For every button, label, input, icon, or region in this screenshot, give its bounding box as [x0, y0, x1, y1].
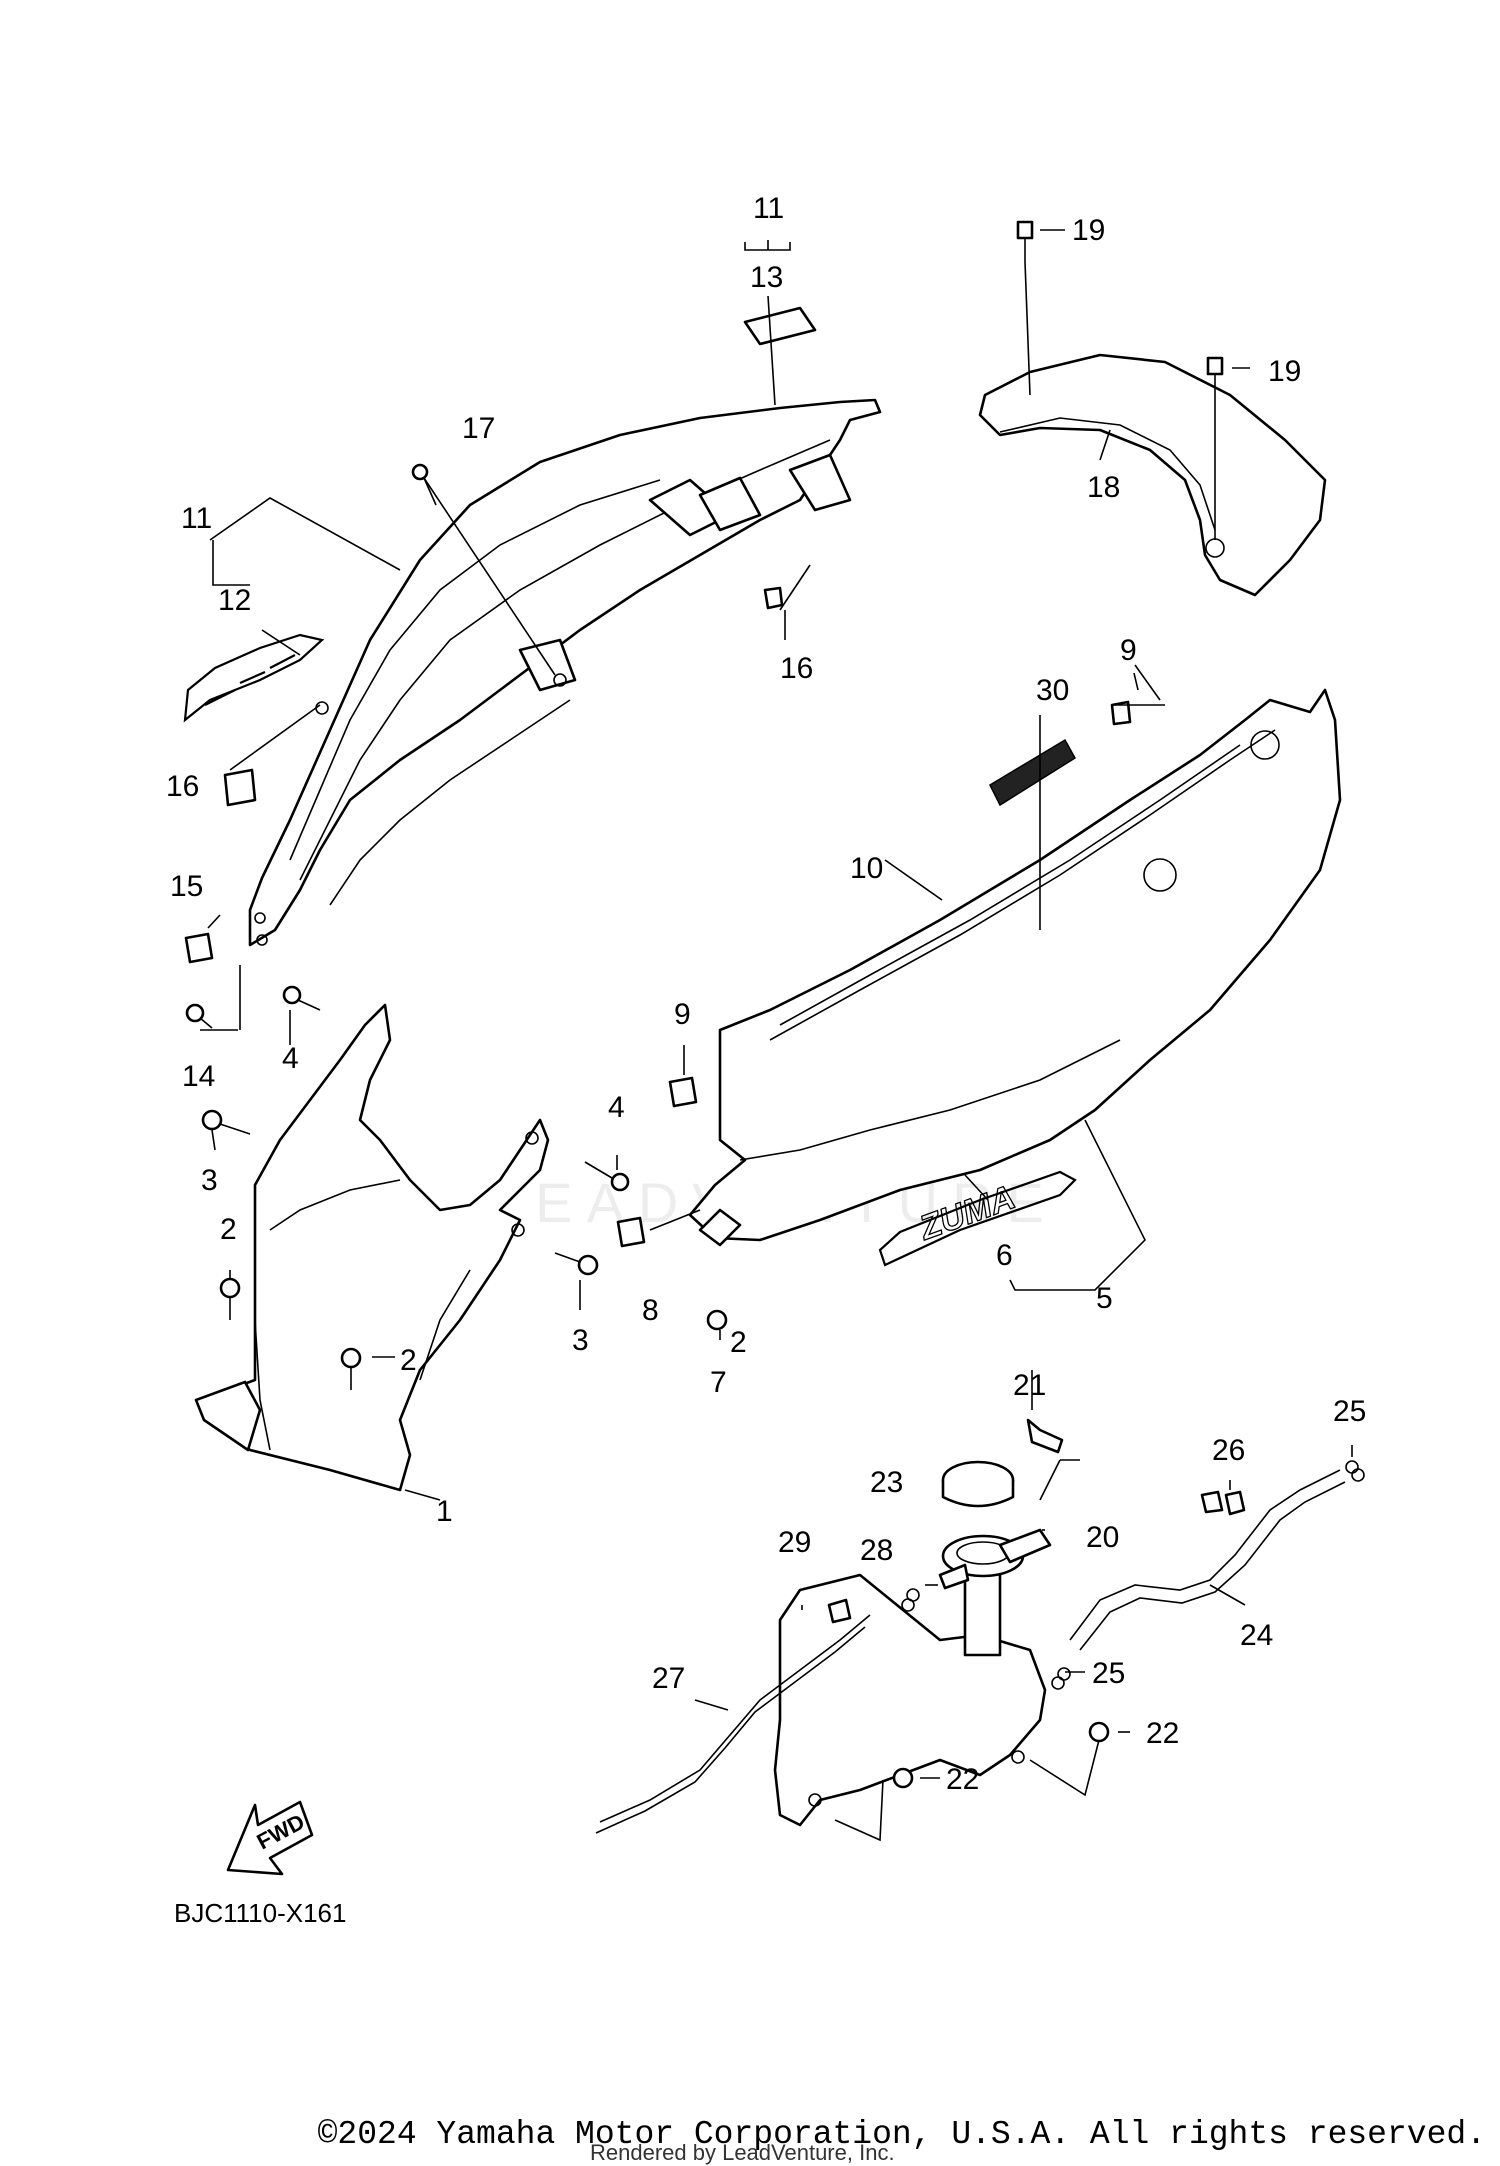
callout-8: 8	[642, 1294, 659, 1327]
callout-20: 20	[1086, 1521, 1119, 1554]
callout-3: 3	[201, 1164, 218, 1197]
copyright-notice: ©2024 Yamaha Motor Corporation, U.S.A. A…	[317, 2116, 1486, 2153]
hose-27	[595, 1614, 871, 1834]
upper-side-cover	[248, 398, 882, 947]
callout-27: 27	[652, 1662, 685, 1695]
lower-cover-1	[194, 1003, 550, 1492]
warning-label-30	[989, 738, 1077, 807]
hose-24	[1069, 1469, 1346, 1651]
callout-18: 18	[1087, 471, 1120, 504]
callout-2: 2	[400, 1344, 417, 1377]
callout-29: 29	[778, 1526, 811, 1559]
callout-25: 25	[1333, 1395, 1366, 1428]
emblem-12	[183, 633, 325, 723]
callout-2: 2	[220, 1213, 237, 1246]
callout-7: 7	[710, 1366, 727, 1399]
callout-11: 11	[753, 192, 784, 225]
callout-14: 14	[182, 1060, 215, 1093]
callout-4: 4	[282, 1042, 299, 1075]
rear-cover-18	[978, 353, 1327, 597]
callout-21: 21	[1013, 1369, 1046, 1402]
callout-28: 28	[860, 1534, 893, 1567]
fasteners	[184, 220, 1365, 1789]
callout-1: 1	[436, 1495, 453, 1528]
fwd-arrow-icon: FWD	[226, 1800, 314, 1876]
callout-23: 23	[870, 1466, 903, 1499]
callout-15: 15	[170, 870, 203, 903]
callout-30: 30	[1036, 674, 1069, 707]
leader-lines	[200, 229, 1353, 1842]
callout-6: 6	[996, 1239, 1013, 1272]
callout-16: 16	[166, 770, 199, 803]
callout-24: 24	[1240, 1619, 1273, 1652]
callout-17: 17	[462, 412, 495, 445]
callout-12: 12	[218, 584, 251, 617]
decal-13	[743, 306, 817, 346]
callout-19: 19	[1072, 214, 1105, 247]
callout-4: 4	[608, 1091, 625, 1124]
callout-22: 22	[946, 1763, 979, 1796]
diagram-code: BJC1110-X161	[174, 1898, 346, 1928]
callout-3: 3	[572, 1324, 589, 1357]
callout-11: 11	[181, 502, 212, 535]
callout-26: 26	[1212, 1434, 1245, 1467]
callout-22: 22	[1146, 1717, 1179, 1750]
rendered-by-note: Rendered by LeadVenture, Inc.	[590, 2140, 895, 2165]
callout-10: 10	[850, 852, 883, 885]
callout-labels: 1 2 2 2 3 3 4 4 5 6 7 8 9 9 10 11 11 12 …	[166, 192, 1366, 1796]
callout-9: 9	[1120, 634, 1137, 667]
fuel-cap-23	[941, 1460, 1015, 1508]
callout-19: 19	[1268, 355, 1301, 388]
side-cover-5	[688, 688, 1342, 1247]
callout-2: 2	[730, 1326, 747, 1359]
callout-25: 25	[1092, 1657, 1125, 1690]
callout-9: 9	[674, 998, 691, 1031]
callout-16: 16	[780, 652, 813, 685]
emblem-zuma-text: ZUMA	[914, 1178, 1020, 1248]
callout-5: 5	[1096, 1282, 1113, 1315]
callout-13: 13	[750, 261, 783, 294]
